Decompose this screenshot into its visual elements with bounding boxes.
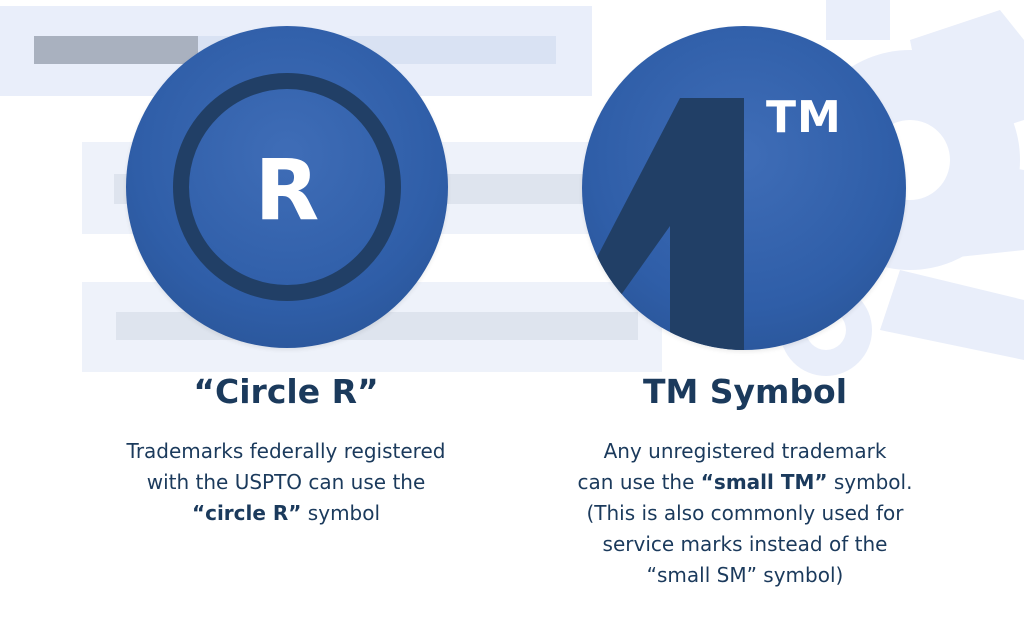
description-line: “circle R” symbol bbox=[76, 498, 496, 529]
tm-letters: TM bbox=[766, 92, 842, 143]
bold-term: “small TM” bbox=[700, 470, 828, 494]
number-one-shape bbox=[582, 98, 744, 350]
description-line: (This is also commonly used for bbox=[586, 501, 904, 525]
description-line: “small SM” symbol) bbox=[646, 563, 844, 587]
circle-r-letter: R bbox=[254, 141, 320, 239]
description-text: can use the bbox=[577, 470, 701, 494]
tm-icon: TM bbox=[582, 26, 906, 350]
circle-r-heading: “Circle R” bbox=[193, 372, 379, 411]
description-line: Trademarks federally registered bbox=[126, 439, 446, 463]
circle-r-icon: R bbox=[126, 26, 448, 348]
description-line: with the USPTO can use the bbox=[146, 470, 426, 494]
description-text: symbol. bbox=[827, 470, 913, 494]
description-line: can use the “small TM” symbol. bbox=[530, 467, 960, 498]
description-line: Any unregistered trademark bbox=[603, 439, 887, 463]
tm-description: Any unregistered trademark can use the “… bbox=[530, 436, 960, 591]
circle-r-description: Trademarks federally registered with the… bbox=[76, 436, 496, 529]
description-text: symbol bbox=[301, 501, 381, 525]
tm-symbol-heading: TM Symbol bbox=[642, 372, 848, 411]
description-line: service marks instead of the bbox=[602, 532, 888, 556]
circle-r-ring bbox=[173, 73, 401, 301]
bold-term: “circle R” bbox=[191, 501, 302, 525]
background-bar bbox=[34, 36, 198, 64]
